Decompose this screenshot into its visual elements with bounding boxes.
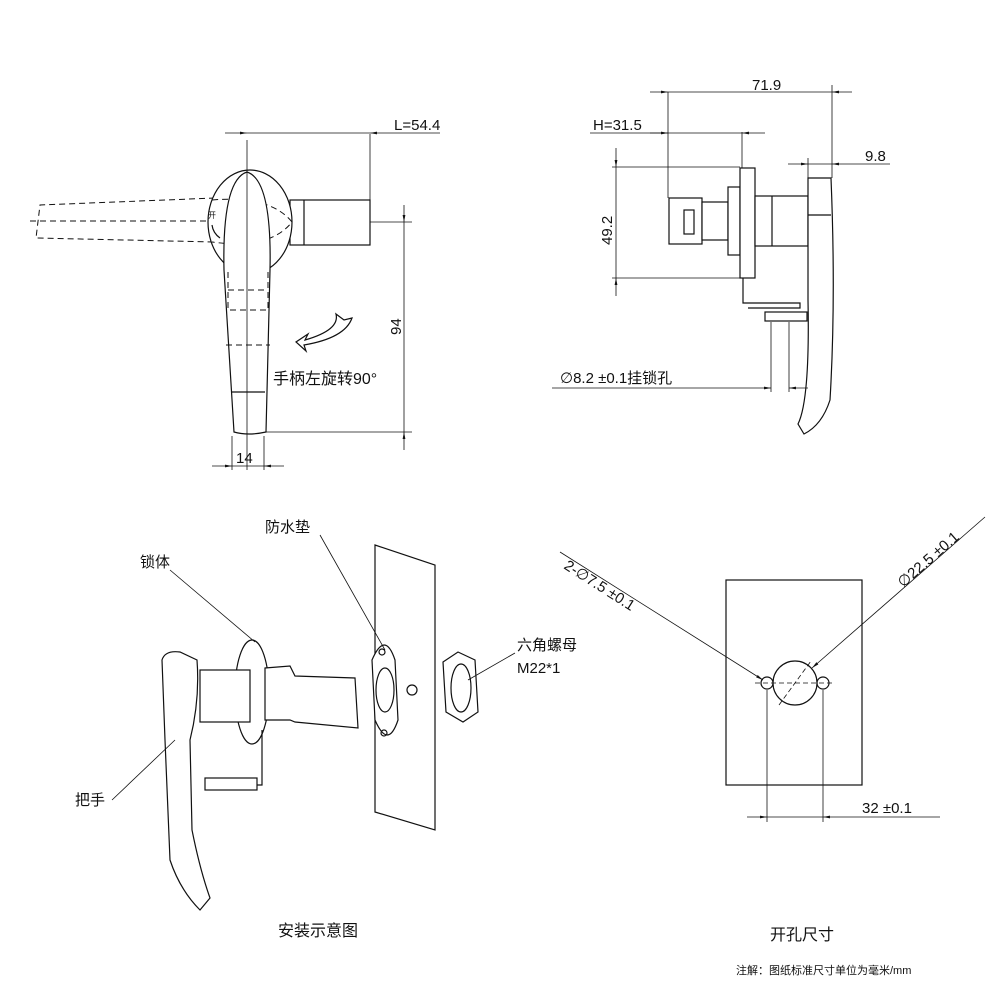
cam-shaft [264, 665, 359, 729]
label-hex-nut: 六角螺母 [517, 637, 577, 654]
dim-94-label: 94 [388, 318, 405, 335]
handle-lever [161, 651, 211, 911]
lock-cylinder [668, 197, 703, 245]
shaft-body [754, 195, 809, 247]
gasket [371, 644, 399, 736]
padlock-tab [764, 311, 808, 322]
bracket [742, 278, 801, 309]
open-mark: 开 [208, 211, 216, 220]
hex-nut [727, 186, 741, 256]
label-gasket: 防水垫 [265, 519, 310, 536]
handle-lever [797, 177, 834, 435]
footnote: 注解：图纸标准尺寸单位为毫米/mm [736, 963, 911, 977]
mounting-plate [739, 167, 756, 279]
dim-H-label: H=31.5 [593, 117, 642, 134]
rotate-left-arrow-icon [295, 312, 353, 353]
cutout-view: 2-∅7.5 ±0.1 ∅22.5 ±0.1 32 ±0.1 开孔尺寸 [559, 516, 986, 944]
hex-nut [442, 651, 479, 723]
label-nut-spec: M22*1 [517, 660, 560, 677]
spacing-label: 32 ±0.1 [862, 800, 912, 817]
rotated-handle-outline [35, 197, 216, 243]
dim-L-label: L=54.4 [394, 117, 440, 134]
dim-9-8-label: 9.8 [865, 148, 886, 165]
label-lock-body: 锁体 [140, 554, 170, 571]
cutout-panel [725, 579, 863, 786]
install-view: 锁体 防水垫 六角螺母 M22*1 把手 安装示意图 [75, 519, 577, 940]
install-caption: 安装示意图 [278, 921, 358, 940]
padlock-hole-label: ∅8.2 ±0.1挂锁孔 [560, 370, 672, 387]
shaft-body [289, 199, 371, 246]
cutout-caption: 开孔尺寸 [770, 926, 834, 944]
dim-71-9-label: 71.9 [752, 77, 781, 94]
main-hole-label: ∅22.5 ±0.1 [894, 529, 962, 591]
label-handle: 把手 [75, 792, 105, 809]
dim-49-2-label: 49.2 [599, 216, 616, 245]
rotation-note: 手柄左旋转90° [273, 370, 377, 388]
leader-lock-body [169, 569, 256, 643]
small-holes-label: 2-∅7.5 ±0.1 [561, 557, 638, 615]
front-view: 开 L=54.4 94 14 手柄左旋转90° [30, 117, 440, 470]
door-panel [374, 544, 436, 831]
dim-14-label: 14 [236, 450, 253, 467]
side-view: 71.9 H=31.5 9.8 49.2 ∅8.2 ±0.1挂锁孔 [552, 77, 890, 435]
